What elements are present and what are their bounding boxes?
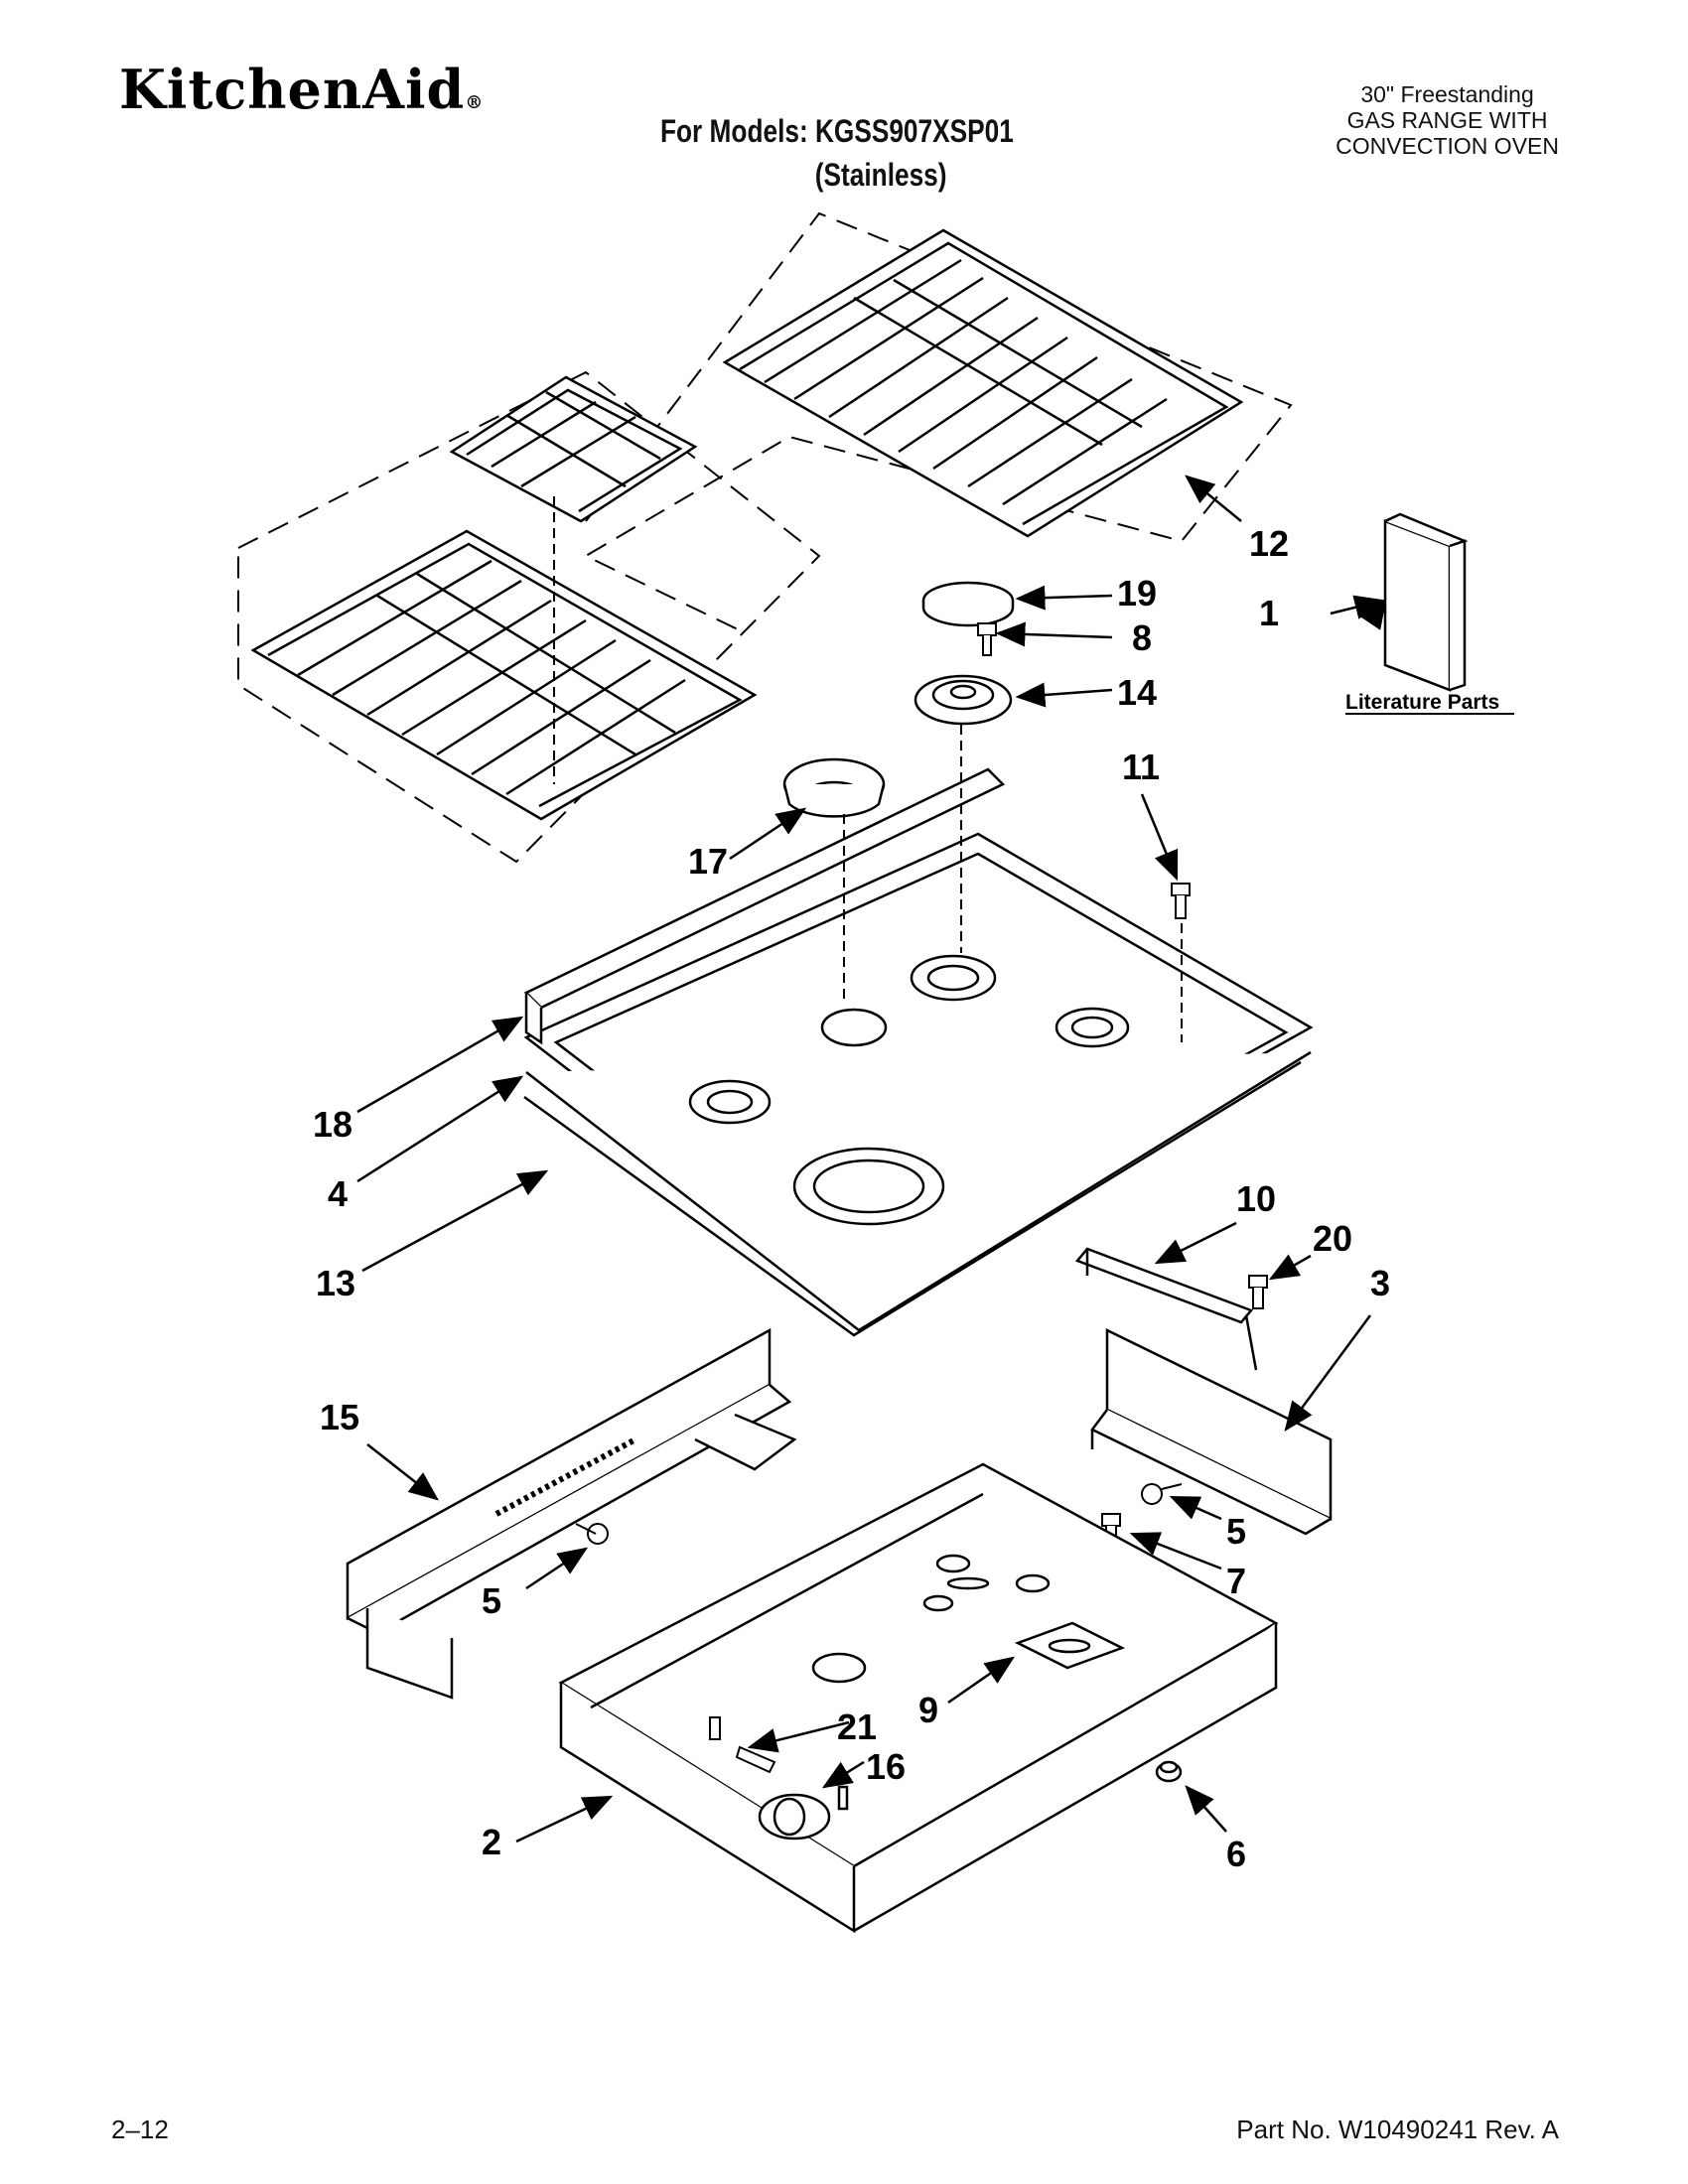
page-number: 2–12 <box>111 2115 169 2144</box>
callout-13: 13 <box>316 1263 355 1303</box>
part-number: Part No. W10490241 Rev. A <box>1236 2115 1559 2144</box>
screw-5-left <box>575 1523 609 1545</box>
model-heading: For Models: KGSS907XSP01 (Stainless) <box>660 109 1014 197</box>
description-line-3: CONVECTION OVEN <box>1336 133 1559 159</box>
valve-16 <box>758 1785 849 1841</box>
registered-mark: ® <box>465 92 485 113</box>
callout-3: 3 <box>1370 1263 1390 1303</box>
screw-5-right <box>1141 1483 1183 1505</box>
callout-2: 2 <box>482 1822 501 1862</box>
cooktop <box>523 832 1314 1332</box>
callout-14: 14 <box>1117 672 1157 713</box>
callout-10: 10 <box>1236 1178 1276 1219</box>
callout-9: 9 <box>918 1690 938 1730</box>
brand-logo: KitchenAid® <box>119 58 484 121</box>
burner-screw <box>977 622 997 656</box>
callout-18: 18 <box>313 1104 352 1145</box>
assembly-lines <box>553 496 1183 1042</box>
callout-17: 17 <box>688 841 728 882</box>
callout-5-left: 5 <box>482 1580 501 1621</box>
product-description: 30" Freestanding GAS RANGE WITH CONVECTI… <box>1336 81 1559 159</box>
cooktop-burner-holes <box>688 954 1130 1226</box>
right-grate <box>722 228 1244 538</box>
grommet-6 <box>1155 1760 1183 1783</box>
burner-base <box>914 674 1013 726</box>
left-grate <box>250 529 758 821</box>
screw-20 <box>1248 1275 1268 1309</box>
bracket-10 <box>1074 1247 1258 1371</box>
burner-box-openings <box>811 1554 1051 1684</box>
callout-8: 8 <box>1132 617 1152 658</box>
callout-11: 11 <box>1122 747 1160 787</box>
callout-6: 6 <box>1226 1834 1246 1874</box>
callout-16: 16 <box>866 1746 906 1787</box>
finish-line: (Stainless) <box>814 157 947 193</box>
small-grate <box>449 375 698 523</box>
callout-5-right: 5 <box>1226 1511 1246 1552</box>
callout-15: 15 <box>320 1397 359 1437</box>
callout-1: 1 <box>1259 593 1279 633</box>
description-line-1: 30" Freestanding <box>1360 81 1534 107</box>
callout-7: 7 <box>1226 1561 1246 1601</box>
brand-name: KitchenAid <box>119 58 466 121</box>
literature-parts-label: Literature Parts <box>1345 691 1499 714</box>
right-burner-support <box>1090 1327 1333 1536</box>
orifice-bracket-9 <box>1014 1621 1126 1670</box>
left-burner-support <box>346 1327 797 1700</box>
burner-box <box>558 1462 1279 1934</box>
callout-12: 12 <box>1249 523 1289 564</box>
callout-19: 19 <box>1117 573 1157 614</box>
fitting-21 <box>709 1716 776 1774</box>
trim-strip <box>523 767 1006 1045</box>
description-line-2: GAS RANGE WITH <box>1346 107 1548 133</box>
models-line: For Models: KGSS907XSP01 <box>660 113 1014 149</box>
grate-group-outline-right <box>583 211 1293 631</box>
callout-21: 21 <box>837 1706 877 1747</box>
callout-20: 20 <box>1313 1218 1352 1259</box>
literature-parts-booklet <box>1383 512 1469 692</box>
cooktop-gasket <box>523 1060 1302 1337</box>
callout-arrows <box>356 475 1387 1843</box>
burner-ring <box>782 757 886 818</box>
burner-cap <box>921 581 1015 627</box>
callout-4: 4 <box>328 1173 348 1214</box>
mounting-screw-11 <box>1171 883 1191 919</box>
